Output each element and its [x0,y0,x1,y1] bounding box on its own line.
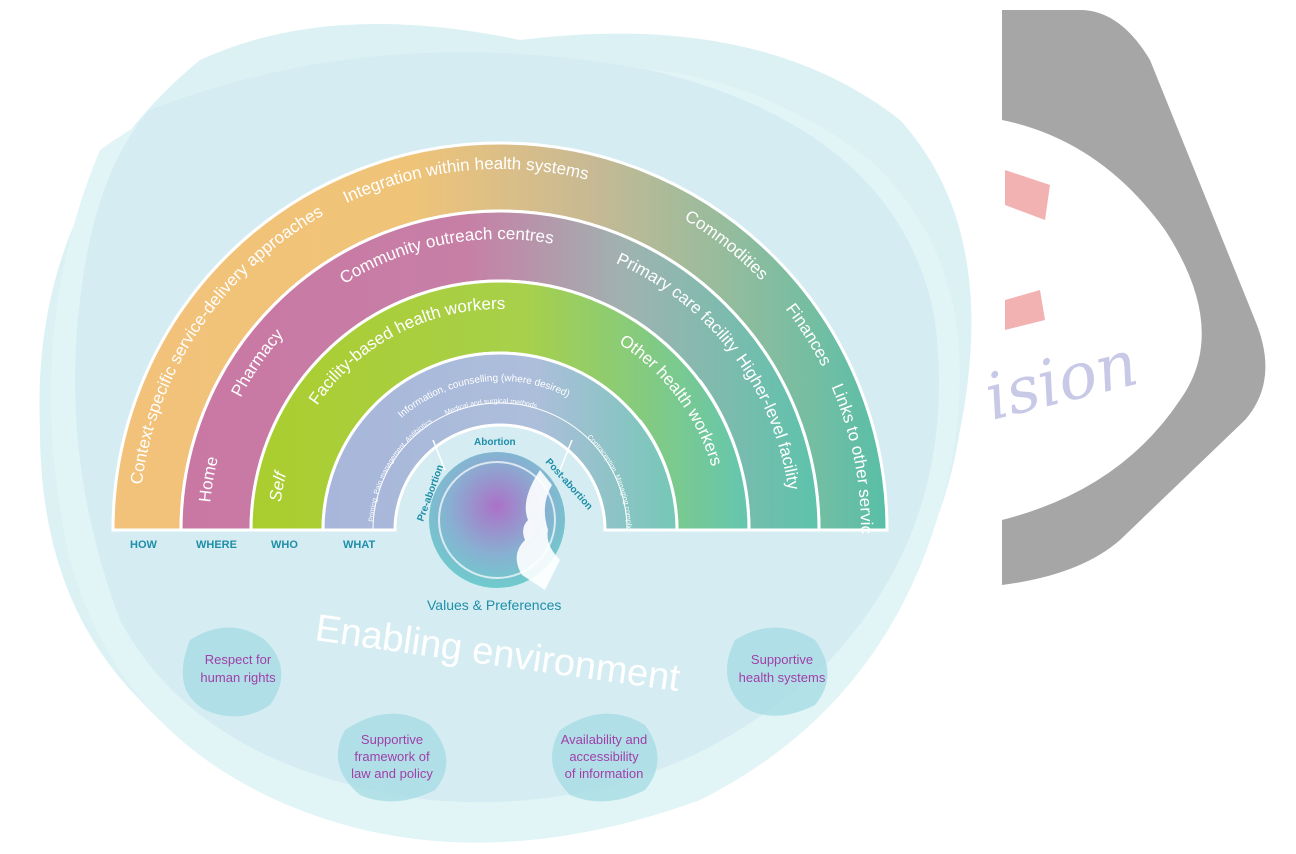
svg-text:Supportive: Supportive [361,732,423,747]
svg-text:law and policy: law and policy [351,766,433,781]
svg-text:Respect for: Respect for [205,652,272,667]
svg-text:framework of: framework of [354,749,430,764]
axis-label-who: WHO [271,539,298,551]
face-profile-icon [516,470,560,590]
axis-label-what: WHAT [343,539,375,551]
center-head [429,452,565,590]
rainbow-bands [111,141,889,532]
values-preferences-label: Values & Preferences [427,597,561,613]
svg-text:Supportive: Supportive [751,652,813,667]
bubble-health-systems: Supportive health systems [727,627,828,716]
stage-abortion: Abortion [474,437,516,448]
svg-text:health systems: health systems [739,670,826,685]
svg-text:human rights: human rights [200,670,276,685]
axis-label-how: HOW [130,539,158,551]
watermark-logo: ision [978,10,1266,585]
svg-text:Availability and: Availability and [561,732,647,747]
svg-text:accessibility: accessibility [569,749,639,764]
what-band-left2-text: Priming, [368,495,379,522]
axis-label-where: WHERE [196,539,237,551]
bubble-law-policy: Supportive framework of law and policy [337,713,447,802]
bubble-human-rights: Respect for human rights [182,627,282,717]
svg-text:of information: of information [565,766,644,781]
bubble-information: Availability and accessibility of inform… [552,713,658,802]
